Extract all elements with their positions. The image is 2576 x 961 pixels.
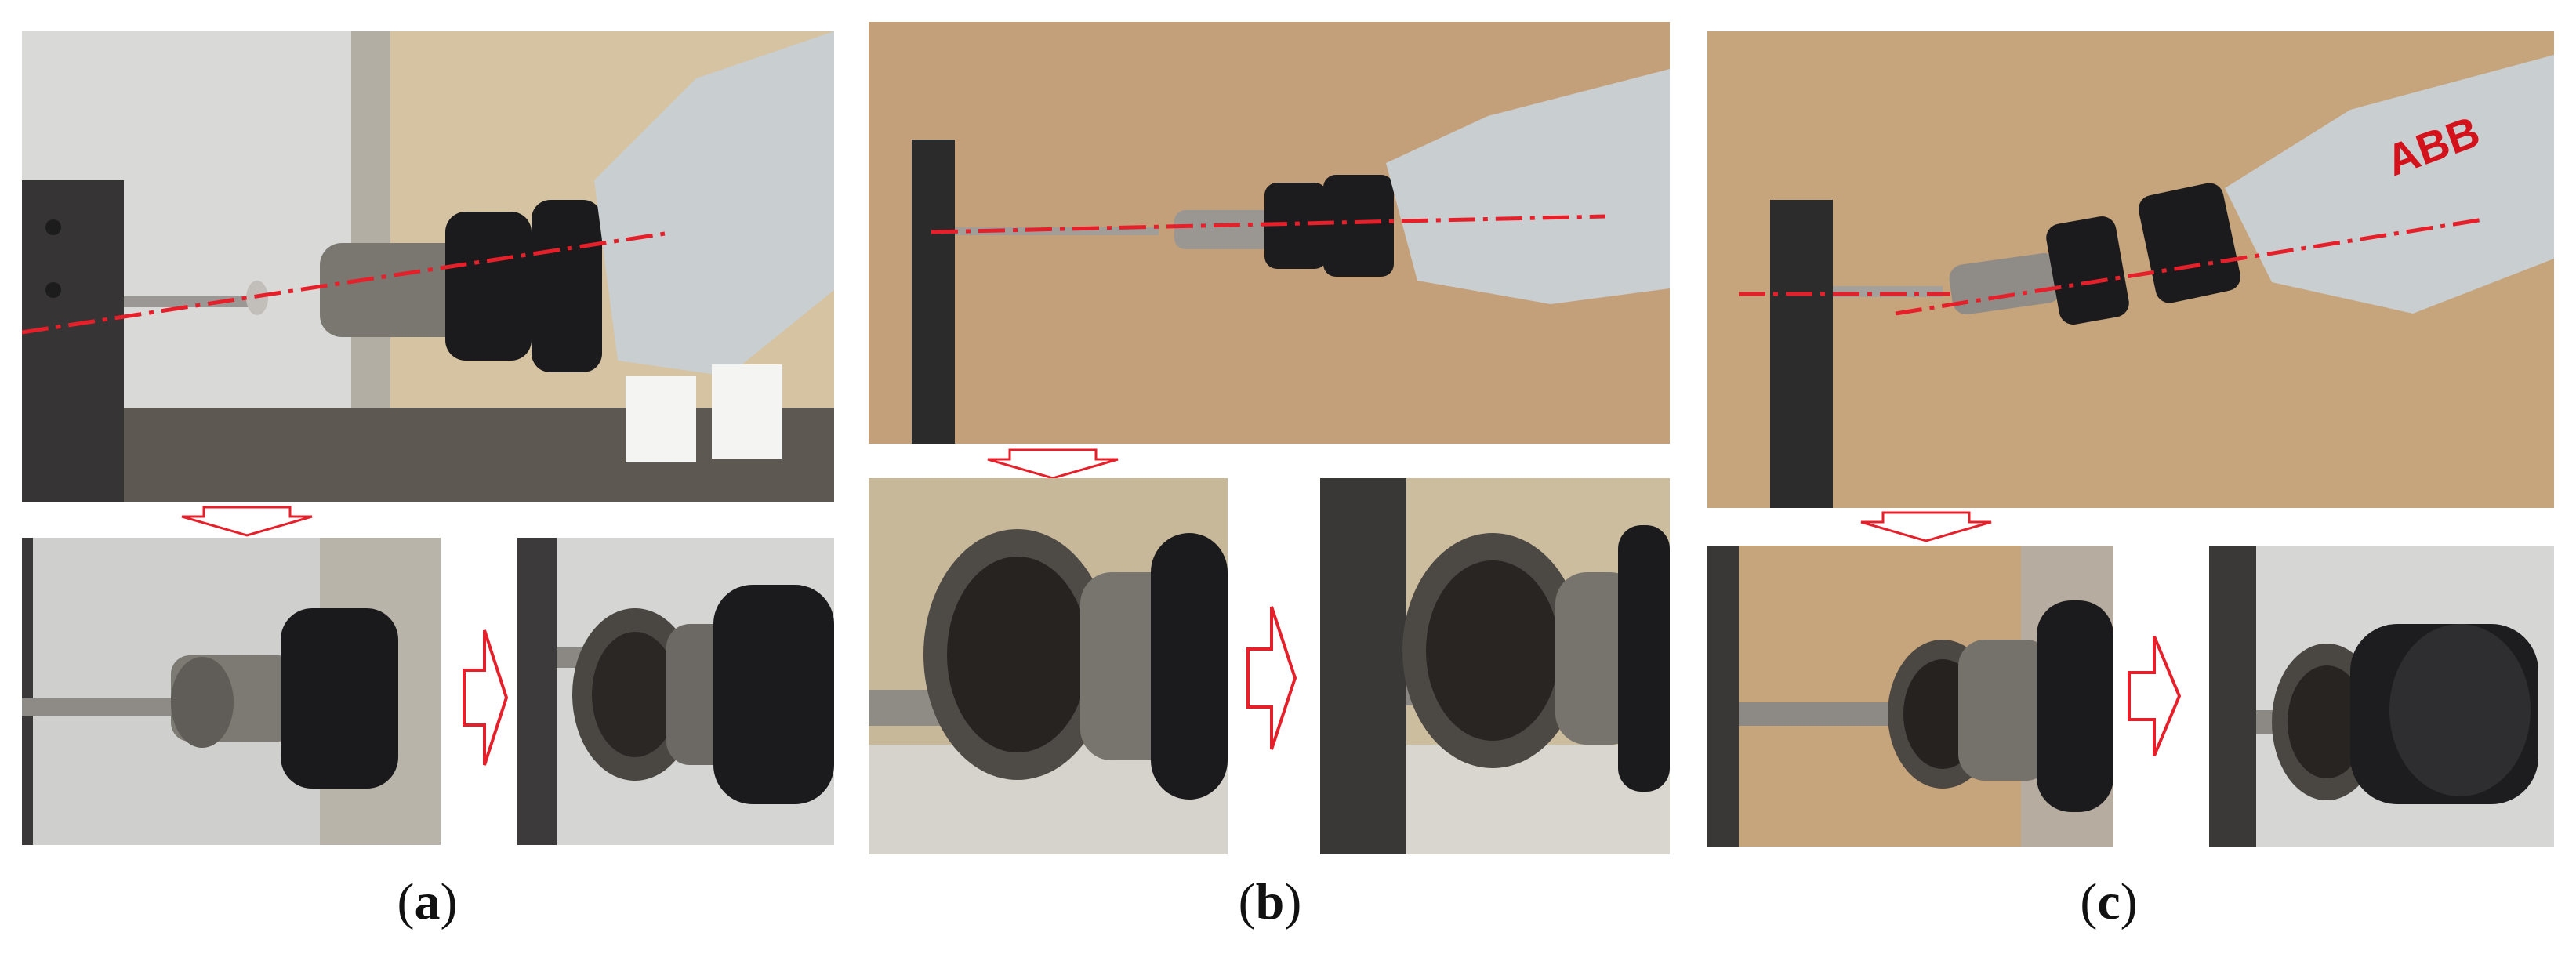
panel-c-zoom-1	[1707, 546, 2113, 847]
caption-b: (b)	[1192, 876, 1348, 928]
panel-a-zoom-1	[22, 538, 441, 845]
panel-a-zoom-2	[517, 538, 834, 845]
panel-b-scene	[869, 22, 1670, 444]
down-arrow-icon	[987, 448, 1119, 480]
right-arrow-icon	[2128, 636, 2181, 756]
caption-letter: b	[1255, 873, 1285, 930]
caption-open: (	[2080, 873, 2098, 930]
panel-c-scene: ABB	[1707, 31, 2554, 508]
down-arrow-icon	[1860, 511, 1992, 542]
caption-open: (	[397, 873, 415, 930]
down-arrow-icon	[181, 506, 313, 537]
panel-b-zoom-1	[869, 478, 1228, 854]
caption-close: )	[2120, 873, 2138, 930]
caption-close: )	[440, 873, 458, 930]
right-arrow-icon	[463, 629, 508, 766]
caption-close: )	[1284, 873, 1302, 930]
caption-open: (	[1238, 873, 1256, 930]
caption-c: (c)	[2030, 876, 2187, 928]
caption-a: (a)	[349, 876, 506, 928]
right-arrow-icon	[1246, 606, 1297, 750]
panel-a-scene	[22, 31, 834, 502]
caption-letter: a	[414, 873, 441, 930]
panel-c-zoom-2	[2209, 546, 2554, 847]
panel-b-zoom-2	[1320, 478, 1670, 854]
caption-letter: c	[2097, 873, 2121, 930]
